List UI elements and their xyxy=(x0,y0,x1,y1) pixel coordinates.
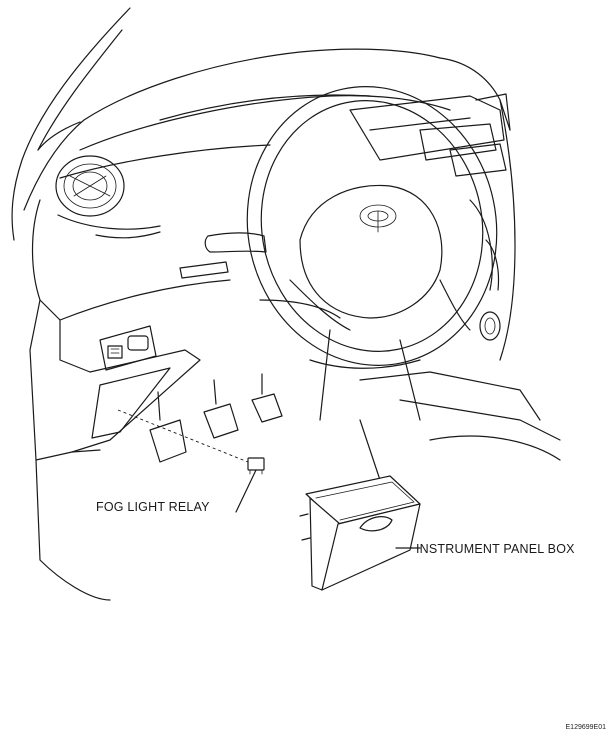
left-air-vent xyxy=(55,155,125,217)
dashboard-top xyxy=(59,57,511,179)
fog-light-relay-label: FOG LIGHT RELAY xyxy=(96,500,210,514)
a-pillar xyxy=(11,7,441,241)
wiper-stalk xyxy=(204,232,267,253)
pedals xyxy=(149,373,283,463)
lower-dash-panel xyxy=(35,349,201,601)
instrument-panel-box xyxy=(299,475,421,591)
switch-panel xyxy=(99,325,157,371)
fog-light-relay xyxy=(117,409,265,513)
steering-wheel xyxy=(246,86,498,366)
steering-column xyxy=(309,329,421,421)
left-dash-panel xyxy=(29,199,231,461)
center-console xyxy=(349,93,516,361)
lower-console xyxy=(359,371,561,481)
instrument-panel-box-label: INSTRUMENT PANEL BOX xyxy=(416,542,575,556)
figure-code: E129699E01 xyxy=(565,724,606,731)
